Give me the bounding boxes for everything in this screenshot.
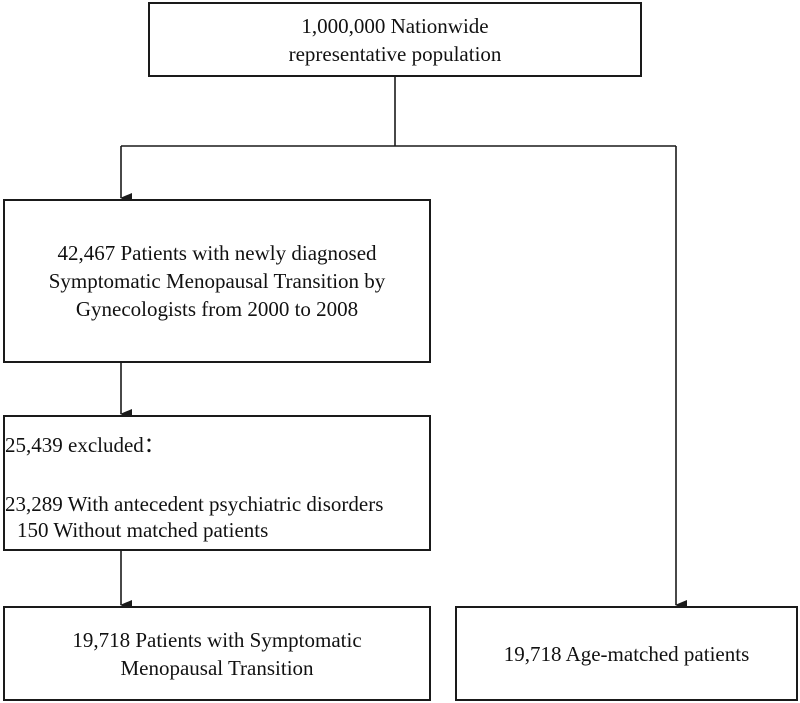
diagnosed-patients-box: 42,467 Patients with newly diagnosed Sym… xyxy=(3,199,431,363)
excluded-box: 25,439 excluded： 23,289 With antecedent … xyxy=(3,415,431,551)
excluded-item-unmatched: 150 Without matched patients xyxy=(17,518,269,542)
diagnosed-line-2: Symptomatic Menopausal Transition by xyxy=(48,269,386,293)
cohort-line-2: Menopausal Transition xyxy=(120,655,314,680)
population-box: 1,000,000 Nationwide representative popu… xyxy=(148,2,642,77)
cohort-line-1: 19,718 Patients with Symptomatic xyxy=(72,627,362,652)
excluded-item-psychiatric: 23,289 With antecedent psychiatric disor… xyxy=(5,492,384,516)
study-cohort-box: 19,718 Patients with Symptomatic Menopau… xyxy=(3,606,431,701)
control-group-box: 19,718 Age-matched patients xyxy=(455,606,798,701)
diagnosed-line-3: Gynecologists from 2000 to 2008 xyxy=(75,297,359,321)
diagnosed-line-1: 42,467 Patients with newly diagnosed xyxy=(57,241,377,265)
population-line-2: representative population xyxy=(288,41,502,66)
excluded-heading: 25,439 excluded： xyxy=(5,433,165,457)
controls-line-1: 19,718 Age-matched patients xyxy=(503,641,750,666)
population-line-1: 1,000,000 Nationwide xyxy=(301,13,489,38)
